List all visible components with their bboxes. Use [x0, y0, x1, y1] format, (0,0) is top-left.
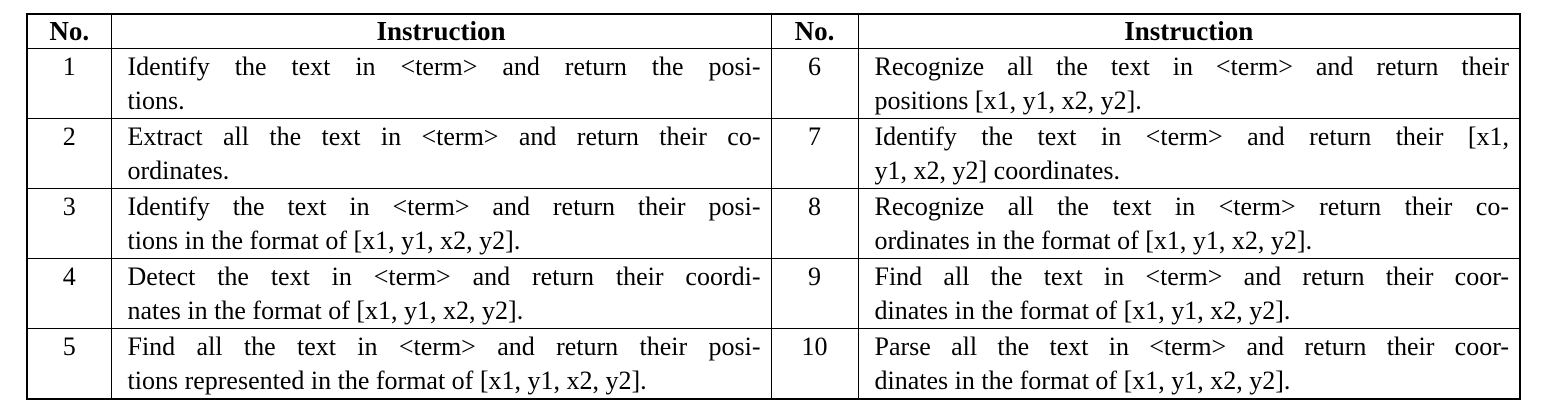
table-row: 1 Identify the text in <term> and return… [26, 48, 1521, 119]
instruction-line: ordinates. [127, 156, 230, 185]
instruction-cell-left: Extract all the text in <term> and retur… [110, 118, 772, 189]
table-row: 2 Extract all the text in <term> and ret… [26, 118, 1521, 189]
instruction-line: Recognize all the text in <term> return … [874, 192, 1510, 221]
row-number-right: 10 [770, 328, 859, 400]
instruction-line: dinates in the format of [x1, y1, x2, y2… [874, 366, 1291, 395]
instruction-cell-left: Find all the text in <term> and return t… [110, 328, 772, 400]
table-row: 4 Detect the text in <term> and return t… [26, 258, 1521, 329]
instruction-cell-left: Identify the text in <term> and return t… [110, 48, 772, 119]
instruction-line: nates in the format of [x1, y1, x2, y2]. [127, 296, 524, 325]
row-number-left: 1 [26, 48, 112, 119]
table-row: 5 Find all the text in <term> and return… [26, 328, 1521, 400]
instruction-line: Extract all the text in <term> and retur… [127, 122, 761, 151]
table-header-row: No. Instruction No. Instruction [26, 13, 1521, 49]
row-number-right: 8 [770, 188, 859, 259]
row-number-left: 3 [26, 188, 112, 259]
instruction-line: Parse all the text in <term> and return … [874, 332, 1510, 361]
instruction-line: Find all the text in <term> and return t… [874, 262, 1510, 291]
instruction-cell-right: Parse all the text in <term> and return … [857, 328, 1521, 400]
instruction-line: Identify the text in <term> and return t… [874, 122, 1510, 151]
instruction-cell-left: Identify the text in <term> and return t… [110, 188, 772, 259]
instruction-line: dinates in the format of [x1, y1, x2, y2… [874, 296, 1291, 325]
instruction-line: ordinates in the format of [x1, y1, x2, … [874, 226, 1313, 255]
instruction-cell-right: Recognize all the text in <term> return … [857, 188, 1521, 259]
instruction-line: Identify the text in <term> and return t… [127, 52, 761, 81]
header-no-right: No. [770, 13, 859, 49]
instruction-cell-right: Find all the text in <term> and return t… [857, 258, 1521, 329]
row-number-left: 2 [26, 118, 112, 189]
instruction-line: tions represented in the format of [x1, … [127, 366, 647, 395]
instruction-line: positions [x1, y1, x2, y2]. [874, 86, 1142, 115]
instruction-cell-left: Detect the text in <term> and return the… [110, 258, 772, 329]
row-number-right: 9 [770, 258, 859, 329]
instruction-line: tions. [127, 86, 185, 115]
instruction-table: No. Instruction No. Instruction 1 Identi… [26, 13, 1521, 400]
instruction-line: Recognize all the text in <term> and ret… [874, 52, 1510, 81]
row-number-left: 4 [26, 258, 112, 329]
instruction-cell-right: Recognize all the text in <term> and ret… [857, 48, 1521, 119]
instruction-cell-right: Identify the text in <term> and return t… [857, 118, 1521, 189]
instruction-line: Identify the text in <term> and return t… [127, 192, 761, 221]
table-row: 3 Identify the text in <term> and return… [26, 188, 1521, 259]
instruction-line: Detect the text in <term> and return the… [127, 262, 761, 291]
row-number-right: 7 [770, 118, 859, 189]
header-instruction-right: Instruction [857, 13, 1521, 49]
header-no-left: No. [26, 13, 112, 49]
row-number-right: 6 [770, 48, 859, 119]
instruction-line: y1, x2, y2] coordinates. [874, 156, 1121, 185]
instruction-line: Find all the text in <term> and return t… [127, 332, 761, 361]
row-number-left: 5 [26, 328, 112, 400]
instruction-line: tions in the format of [x1, y1, x2, y2]. [127, 226, 521, 255]
header-instruction-left: Instruction [110, 13, 772, 49]
